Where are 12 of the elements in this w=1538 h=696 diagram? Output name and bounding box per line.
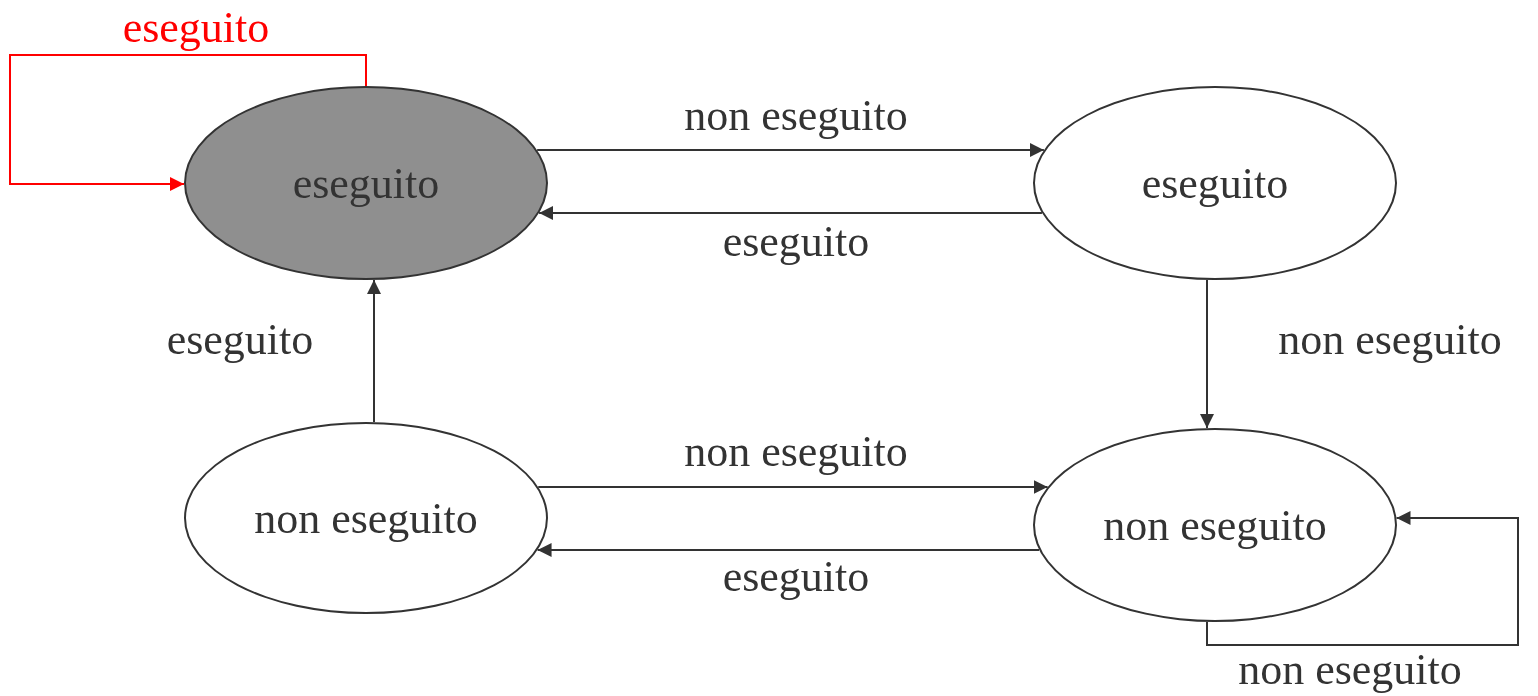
state-label: non eseguito	[254, 492, 478, 544]
transition-arrow	[536, 143, 1045, 157]
transition-arrow	[9, 54, 367, 191]
transition-arrow	[537, 480, 1049, 494]
transition-arrow	[1206, 511, 1519, 646]
state-label: eseguito	[1141, 157, 1289, 209]
transition-arrow	[367, 278, 381, 424]
transition-arrow	[536, 543, 1041, 557]
state-label: non eseguito	[1103, 499, 1327, 551]
transition-arrow	[1200, 278, 1214, 430]
state-label: eseguito	[292, 157, 440, 209]
transition-arrow	[538, 206, 1043, 220]
